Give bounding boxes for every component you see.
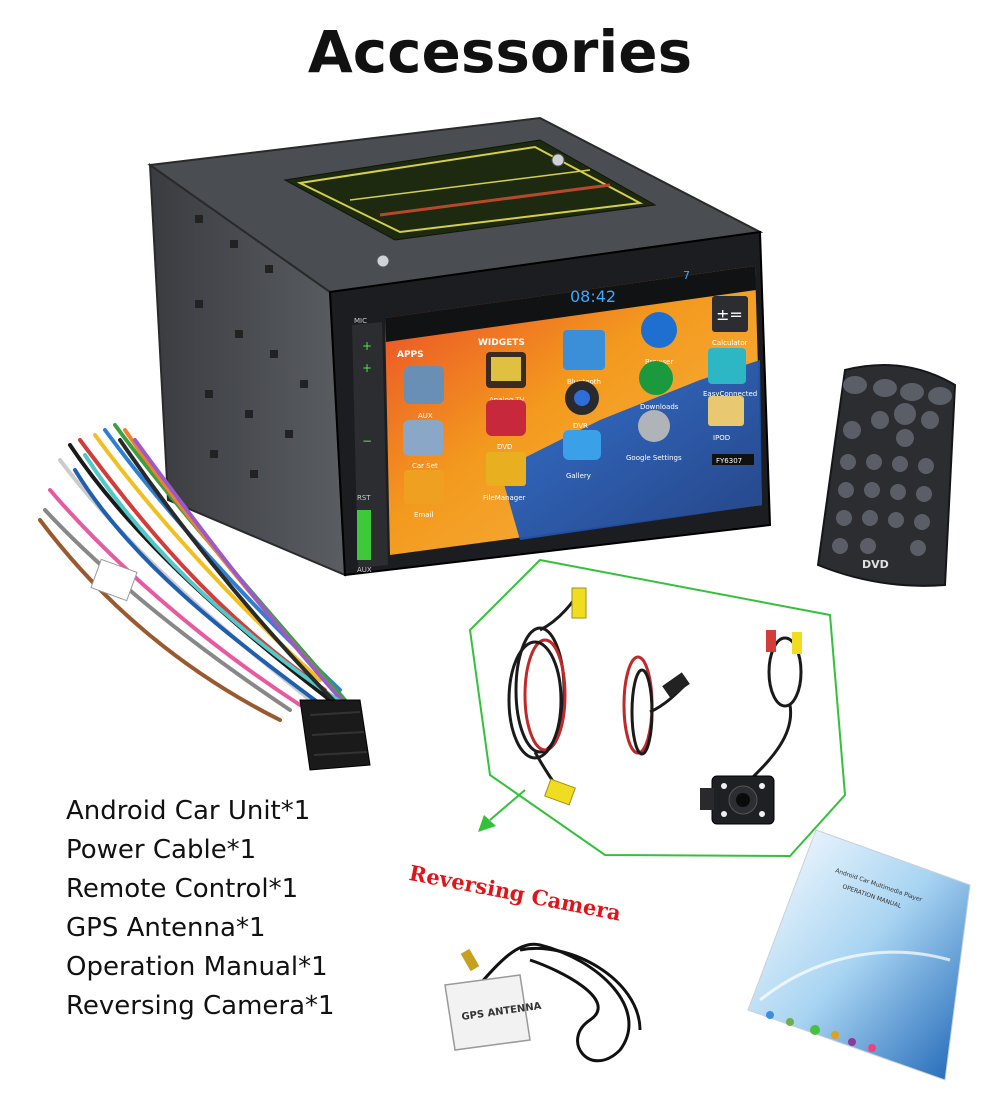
tab-apps: APPS [397,350,424,360]
app-calculator-icon [712,296,748,332]
unit-label-sticker [283,139,657,241]
unit-label-mic: MIC [354,317,367,325]
list-item: Android Car Unit*1 [66,796,311,826]
list-item: Reversing Camera*1 [66,991,335,1021]
rca-connector-top [571,587,587,619]
list-item: GPS Antenna*1 [66,913,266,943]
app-downloads-icon [639,361,673,395]
svg-text:±=: ±= [716,305,743,324]
camera-yellow-plug [792,632,802,654]
app-grid: AUX Analog TV Bluetooth Browser ±= Calcu… [403,296,757,519]
camera-cable-coil-middle [622,655,687,756]
svg-text:FileManager: FileManager [483,494,526,502]
camera-cable-coil-left [507,589,582,792]
svg-text:DVR: DVR [573,422,588,430]
app-filemanager-icon [486,452,526,486]
remote-control: DVD [816,364,957,587]
svg-text:Car Set: Car Set [412,462,438,470]
camera-red-plug [766,630,776,652]
svg-text:−: − [362,434,372,448]
page-title: Accessories [307,18,693,86]
unit-status-count: 7 [683,269,690,282]
svg-text:Google Settings: Google Settings [626,454,682,462]
rca-connector-bottom [544,778,576,806]
app-car-set-icon [403,420,443,456]
list-item: Operation Manual*1 [66,952,328,982]
camera-arrow [489,789,526,821]
camera-outline [468,558,847,858]
app-dvd-icon [486,400,526,436]
operation-manual: Android Car Multimedia Player OPERATION … [747,829,971,1081]
svg-text:AUX: AUX [418,412,433,420]
camera-cable-right [750,636,803,780]
list-item: Remote Control*1 [66,874,299,904]
app-email-icon [404,470,444,504]
unit-label-aux: AUX [357,566,372,574]
car-unit: + + − MIC RST AUX 08:42 7 APPS WIDGETS A… [147,116,772,577]
svg-text:Calculator: Calculator [712,339,748,347]
unit-button-strip [352,322,388,568]
svg-text:DVD: DVD [497,443,512,451]
dc-power-plug [662,672,690,698]
app-aux-icon [404,366,444,404]
list-item: Power Cable*1 [66,835,257,865]
gps-antenna: GPS ANTENNA [444,942,642,1063]
svg-text:Gallery: Gallery [566,472,591,480]
svg-text:EasyConnected: EasyConnected [703,390,757,398]
camera-body [700,775,775,825]
accessories-list: Android Car Unit*1 Power Cable*1 Remote … [66,792,335,1026]
svg-text:+: + [362,361,372,375]
remote-dvd-logo: DVD [862,558,889,571]
svg-text:Downloads: Downloads [640,403,679,411]
cable-tag [90,558,138,602]
unit-model-label: FY6307 [716,457,742,465]
svg-text:IPOD: IPOD [713,434,730,442]
unit-label-rst: RST [357,494,371,502]
unit-btn-plus: + [362,339,372,353]
cable-connector [299,699,371,771]
app-gallery-icon [563,430,601,460]
unit-clock: 08:42 [570,287,616,306]
unit-sd-slot [357,510,371,560]
power-cable [38,423,357,722]
app-google-settings-icon [638,410,670,442]
app-browser-icon [641,312,677,348]
svg-text:Email: Email [414,511,433,519]
app-ipod-icon [708,396,744,426]
tab-widgets: WIDGETS [478,338,525,348]
app-bluetooth-icon [563,330,605,370]
app-easyconnected-icon [708,348,746,384]
